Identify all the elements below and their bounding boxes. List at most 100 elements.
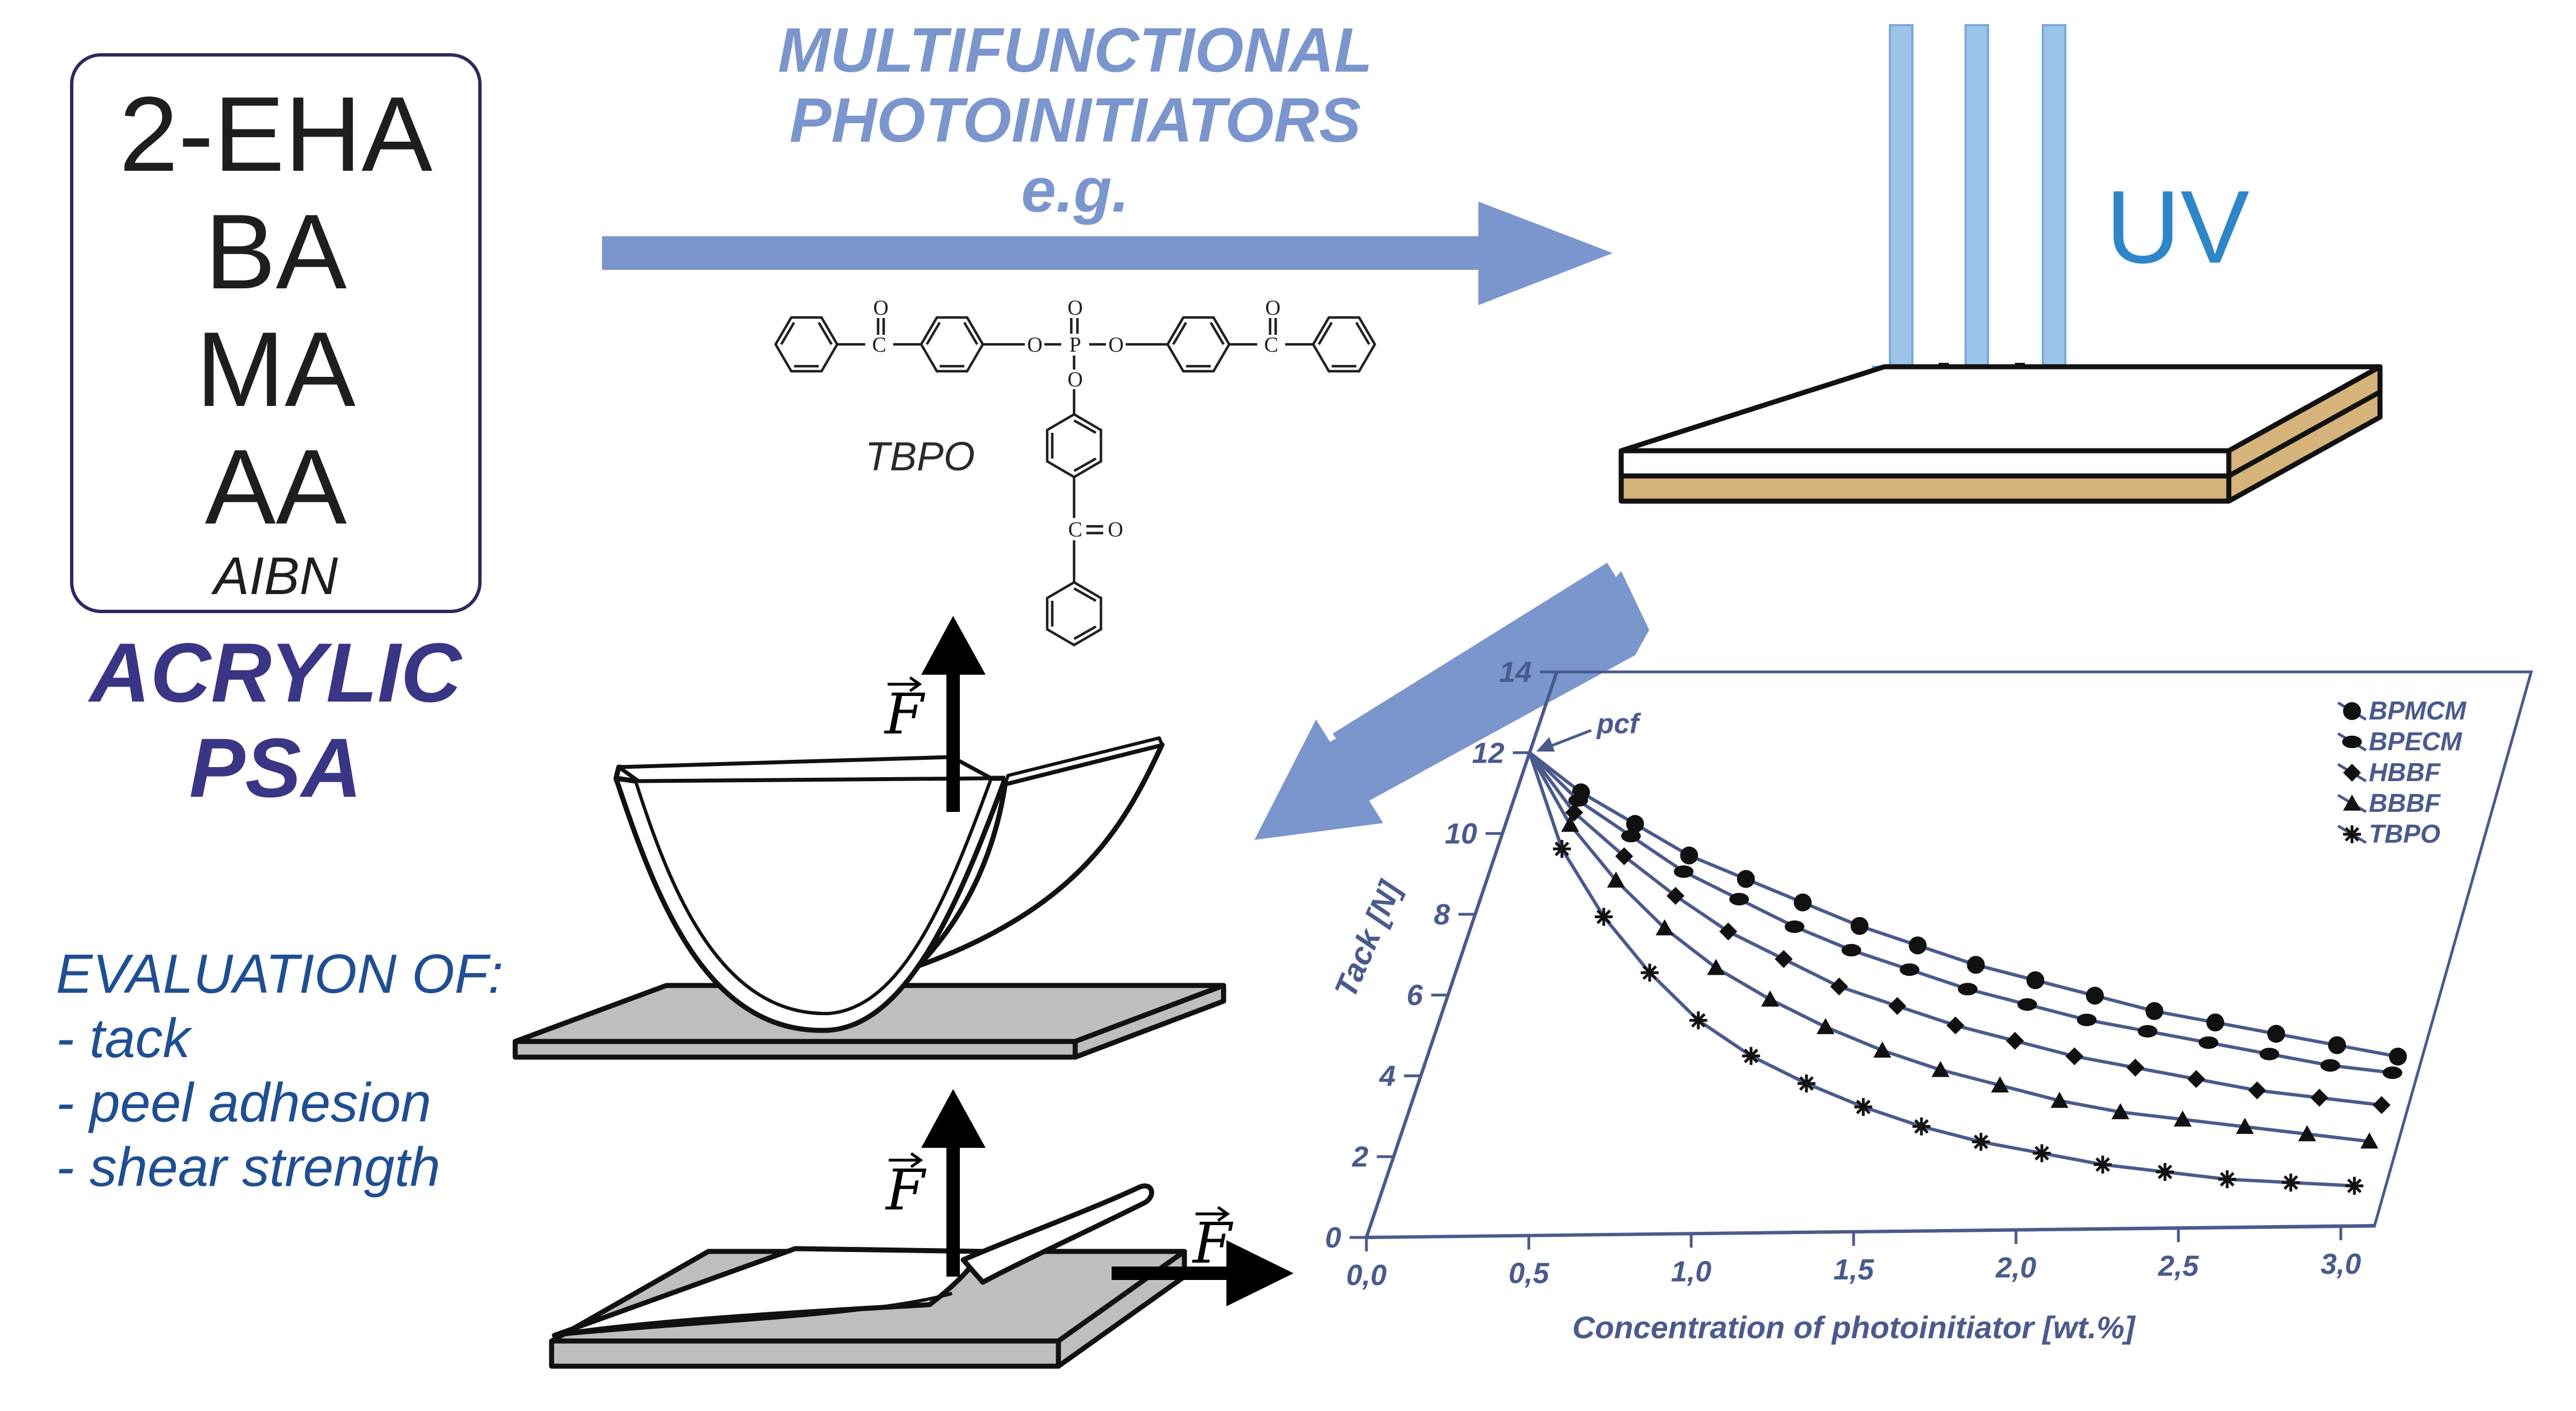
x-tick-label: 1,5 xyxy=(1833,1254,1874,1286)
x-tick-label: 2,5 xyxy=(2158,1250,2199,1282)
tbpo-atom-labels: C O O P O O O C O C O xyxy=(872,296,1280,541)
data-point xyxy=(2328,1036,2346,1054)
data-point xyxy=(1655,919,1674,936)
series-line xyxy=(1528,751,2382,1107)
monomer-ma: MA xyxy=(196,310,356,429)
x-tick-label: 2,0 xyxy=(1995,1252,2036,1284)
data-point xyxy=(1594,908,1613,926)
data-point xyxy=(2382,1066,2402,1080)
atom-o: O xyxy=(1027,333,1042,357)
shear-force-arrow xyxy=(1112,1240,1294,1306)
data-point xyxy=(1680,846,1698,865)
y-tick-label: 6 xyxy=(1407,979,1424,1012)
data-point xyxy=(1931,1060,1950,1077)
data-point xyxy=(2173,1110,2192,1127)
force-label-peel: F xyxy=(885,1157,927,1223)
benzene-ring-2 xyxy=(920,316,984,373)
legend-label: HBBF xyxy=(2369,758,2442,787)
y-tick-label: 8 xyxy=(1434,899,1450,931)
x-tick-label: 3,0 xyxy=(2321,1248,2361,1281)
atom-o: O xyxy=(1067,296,1082,320)
y-tick-label: 10 xyxy=(1445,818,1477,851)
data-point xyxy=(1784,920,1805,933)
data-point xyxy=(1946,1016,1964,1035)
psa-title-line1: ACRYLIC xyxy=(90,625,461,719)
data-point xyxy=(2085,987,2104,1005)
data-point xyxy=(1775,950,1793,968)
peel-force-arrow xyxy=(921,1089,986,1277)
data-point xyxy=(2033,1144,2051,1162)
data-point xyxy=(2187,1070,2205,1088)
data-point xyxy=(2017,998,2037,1011)
atom-c: C xyxy=(1068,518,1082,541)
tack-force-arrow xyxy=(921,616,986,812)
data-point xyxy=(2111,1103,2130,1119)
data-point xyxy=(1841,943,1861,957)
data-point xyxy=(1742,1046,1760,1065)
data-point xyxy=(2372,1096,2391,1114)
data-point xyxy=(2026,971,2045,989)
force-label-shear: F xyxy=(1192,1211,1234,1276)
evaluation-item-peel: - peel adhesion xyxy=(56,1072,432,1133)
atom-c: C xyxy=(872,333,886,357)
monomer-box xyxy=(70,53,482,613)
y-tick-label: 2 xyxy=(1352,1141,1369,1174)
legend-marker xyxy=(2343,825,2361,843)
atom-o: O xyxy=(873,296,888,320)
coated-film-sample xyxy=(1618,364,2383,504)
force-label-tack: F xyxy=(884,681,926,747)
data-point xyxy=(1667,887,1684,905)
data-point xyxy=(1958,983,1978,996)
data-point xyxy=(1991,1076,2009,1093)
photoinitiators-title-line1: MULTIFUNCTIONAL xyxy=(778,15,1373,85)
molecule-label: TBPO xyxy=(865,434,976,479)
series-line xyxy=(1528,752,2355,1188)
uv-label: UV xyxy=(2106,170,2250,285)
atom-o: O xyxy=(1067,368,1082,391)
atom-c: C xyxy=(1264,333,1278,357)
annotation-arrowhead xyxy=(1536,737,1555,752)
data-point xyxy=(2156,1163,2174,1181)
data-point xyxy=(1568,794,1588,807)
legend-marker xyxy=(2343,795,2361,811)
x-axis xyxy=(1366,1224,2375,1239)
legend-label: BBBF xyxy=(2369,788,2442,817)
initiator-aibn: AIBN xyxy=(213,546,338,606)
data-point xyxy=(2206,1013,2224,1032)
legend-label: BPECM xyxy=(2369,727,2463,756)
monomer-ba: BA xyxy=(204,193,347,311)
data-point xyxy=(1900,963,1920,976)
data-point xyxy=(1561,815,1579,832)
data-point xyxy=(1908,936,1927,955)
data-point xyxy=(2236,1118,2254,1134)
legend-label: TBPO xyxy=(2369,819,2440,848)
data-point xyxy=(2320,1059,2340,1072)
atom-o: O xyxy=(1108,333,1123,357)
data-point xyxy=(1972,1133,1990,1151)
data-point xyxy=(2267,1025,2285,1043)
data-point xyxy=(2345,1176,2364,1195)
tack-test-sketch xyxy=(512,736,1226,1060)
data-point xyxy=(2281,1173,2300,1192)
data-point xyxy=(1967,956,1985,974)
y-axis-label: Tack [N] xyxy=(1327,875,1408,1002)
y-tick-label: 0 xyxy=(1325,1222,1341,1254)
data-point xyxy=(1797,1074,1816,1093)
process-arrow-right xyxy=(602,202,1613,305)
force-vector-mark xyxy=(888,676,922,693)
data-point xyxy=(1912,1117,1931,1136)
data-point xyxy=(1621,829,1641,843)
y-tick-label: 14 xyxy=(1499,656,1532,689)
data-point xyxy=(2248,1081,2266,1100)
benzene-ring-6 xyxy=(1046,581,1103,647)
data-point xyxy=(1626,815,1644,833)
data-point xyxy=(2218,1170,2237,1189)
data-point xyxy=(2145,1002,2164,1020)
atom-o: O xyxy=(1108,518,1123,541)
benzene-ring-4 xyxy=(1312,316,1376,373)
uv-light-arrows xyxy=(1871,24,2084,408)
data-point xyxy=(1737,870,1755,888)
data-point xyxy=(1794,893,1812,912)
